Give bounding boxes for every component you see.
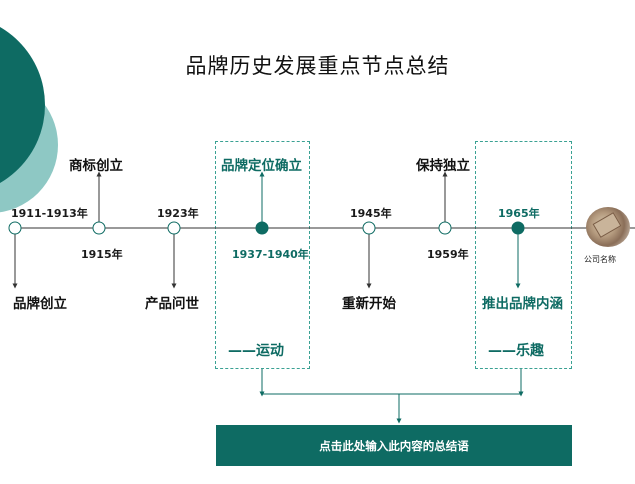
page-title: 品牌历史发展重点节点总结 bbox=[185, 54, 450, 78]
event-label-1945: 重新开始 bbox=[342, 296, 396, 312]
event-label-1965: 推出品牌内涵 bbox=[482, 296, 563, 312]
card-graphic bbox=[592, 212, 622, 238]
company-name: 公司名称 bbox=[584, 255, 616, 264]
highlight-box-1937 bbox=[215, 141, 310, 369]
year-label-1959: 1959年 bbox=[427, 248, 469, 261]
dark-teal-circle bbox=[0, 27, 45, 183]
highlight-box-1965 bbox=[475, 141, 572, 369]
node-1959 bbox=[438, 221, 452, 235]
year-label-1937: 1937-1940年 bbox=[232, 248, 309, 261]
year-label-1915: 1915年 bbox=[81, 248, 123, 261]
node-1965 bbox=[511, 221, 525, 235]
company-logo-image bbox=[586, 207, 630, 247]
highlight-label-lequ: ——乐趣 bbox=[488, 343, 544, 359]
event-label-1911: 品牌创立 bbox=[13, 296, 67, 312]
node-1923 bbox=[167, 221, 181, 235]
node-1945 bbox=[362, 221, 376, 235]
event-label-1923: 产品问世 bbox=[145, 296, 199, 312]
node-1937 bbox=[255, 221, 269, 235]
year-label-1945: 1945年 bbox=[350, 207, 392, 220]
node-1915 bbox=[92, 221, 106, 235]
summary-box[interactable]: 点击此处输入此内容的总结语 bbox=[216, 425, 572, 466]
highlight-label-yundong: ——运动 bbox=[228, 343, 284, 359]
event-label-1937: 品牌定位确立 bbox=[221, 158, 302, 174]
node-1911 bbox=[8, 221, 22, 235]
event-label-1959: 保持独立 bbox=[416, 158, 470, 174]
year-label-1923: 1923年 bbox=[157, 207, 199, 220]
year-label-1965: 1965年 bbox=[498, 207, 540, 220]
decorative-circles bbox=[0, 27, 58, 213]
event-label-1915: 商标创立 bbox=[69, 158, 123, 174]
year-label-1911: 1911-1913年 bbox=[11, 207, 88, 220]
